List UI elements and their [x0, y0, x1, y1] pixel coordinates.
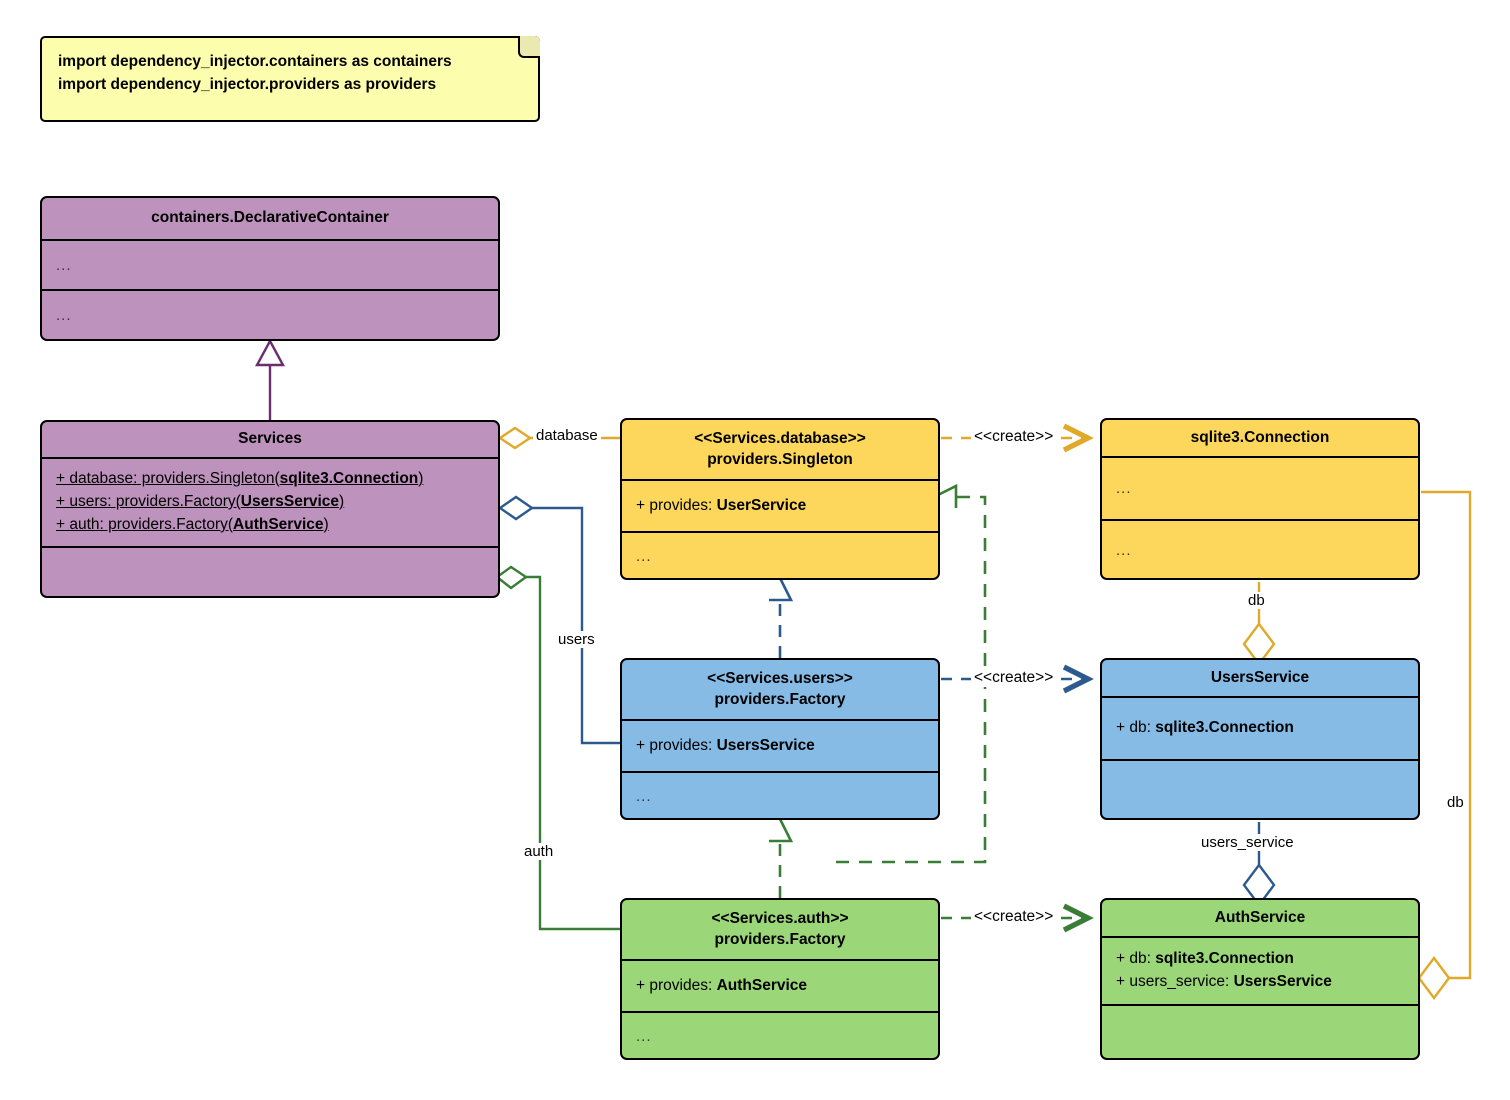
- class-title-services-database: providers.Singleton: [707, 450, 853, 468]
- attribute-users-service-prefix-authservice: + users_service:: [1116, 973, 1234, 990]
- attribute-users-suffix: ): [339, 493, 345, 511]
- edge-label-create-database: <<create>>: [971, 428, 1057, 446]
- attributes-services: + database: providers.Singleton(sqlite3.…: [42, 459, 435, 546]
- attribute-provides-prefix-users: + provides:: [636, 736, 717, 754]
- edge-aggregation-connection-authservice-db: [1417, 490, 1472, 1000]
- class-title-authservice: AuthService: [1214, 908, 1306, 926]
- attribute-auth-prefix: + auth: providers.Factory(: [56, 515, 234, 533]
- class-title-usersservice: UsersService: [1210, 668, 1310, 686]
- methods-services-users: ...: [636, 787, 652, 805]
- class-usersservice[interactable]: UsersService + db: sqlite3.Connection: [1100, 658, 1420, 820]
- attribute-database-prefix: + database: providers.Singleton(: [56, 470, 280, 488]
- class-title-services: Services: [238, 430, 302, 448]
- methods-services-auth: ...: [636, 1027, 652, 1045]
- stereotype-services-auth: <<Services.auth>>: [711, 909, 849, 927]
- attribute-db-authservice: + db: sqlite3.Connection: [1116, 948, 1332, 971]
- attribute-provides-type-auth: AuthService: [716, 976, 808, 994]
- attribute-auth: + auth: providers.Factory(AuthService): [56, 514, 423, 537]
- methods-declarativecontainer: ...: [56, 307, 72, 324]
- attribute-users-type: UsersService: [240, 493, 340, 511]
- edge-dependency-users-to-database: [769, 577, 794, 658]
- class-title-sqlite3-connection: sqlite3.Connection: [1190, 428, 1330, 446]
- edge-label-db-authservice: db: [1444, 794, 1467, 811]
- attributes-usersservice: + db: sqlite3.Connection: [1102, 708, 1306, 749]
- attributes-services-users: + provides: UsersService: [622, 726, 827, 767]
- attribute-provides-type-database: UserService: [716, 496, 807, 514]
- class-containers-declarativecontainer[interactable]: containers.DeclarativeContainer ... ...: [40, 196, 500, 341]
- class-title-declarativecontainer: containers.DeclarativeContainer: [151, 209, 389, 227]
- attribute-db-type-authservice: sqlite3.Connection: [1155, 950, 1294, 968]
- attribute-database-type: sqlite3.Connection: [279, 470, 419, 488]
- methods-services-database: ...: [636, 547, 652, 565]
- attribute-db-prefix-authservice: + db:: [1116, 950, 1156, 968]
- stereotype-services-users: <<Services.users>>: [707, 669, 853, 687]
- attribute-database-suffix: ): [418, 470, 424, 488]
- class-title-services-users: providers.Factory: [714, 690, 846, 708]
- note-fold-icon: [518, 36, 540, 58]
- methods-sqlite3-connection: ...: [1116, 541, 1132, 559]
- import-note: import dependency_injector.containers as…: [40, 36, 540, 122]
- edge-label-auth: auth: [521, 843, 557, 860]
- attribute-users-prefix: + users: providers.Factory(: [56, 493, 241, 511]
- attribute-db-prefix-usersservice: + db:: [1116, 719, 1156, 737]
- note-line-2: import dependency_injector.providers as …: [58, 76, 437, 94]
- class-sqlite3-connection[interactable]: sqlite3.Connection ... ...: [1100, 418, 1420, 580]
- attributes-services-auth: + provides: AuthService: [622, 966, 819, 1007]
- note-line-1: import dependency_injector.containers as…: [58, 53, 452, 70]
- attribute-provides-prefix-database: + provides:: [636, 496, 717, 514]
- attributes-services-database: + provides: UserService: [622, 486, 818, 527]
- edge-label-users: users: [555, 631, 598, 648]
- attributes-sqlite3-connection: ...: [1116, 480, 1132, 497]
- edge-label-create-users: <<create>>: [971, 669, 1057, 687]
- attribute-auth-type: AuthService: [233, 515, 324, 533]
- attribute-db-type-usersservice: sqlite3.Connection: [1155, 719, 1294, 737]
- class-title-services-auth: providers.Factory: [714, 930, 846, 948]
- edge-label-users-service: users_service: [1198, 834, 1297, 851]
- attribute-auth-suffix: ): [323, 515, 329, 533]
- attribute-provides-prefix-auth: + provides:: [636, 976, 717, 994]
- edge-label-db-usersservice: db: [1245, 592, 1268, 609]
- attributes-declarativecontainer: ...: [56, 256, 72, 274]
- stereotype-services-database: <<Services.database>>: [694, 429, 866, 447]
- class-services[interactable]: Services + database: providers.Singleton…: [40, 420, 500, 598]
- class-authservice[interactable]: AuthService + db: sqlite3.Connection + u…: [1100, 898, 1420, 1060]
- class-services-users-provider[interactable]: <<Services.users>> providers.Factory + p…: [620, 658, 940, 820]
- edge-aggregation-services-auth: [494, 565, 620, 931]
- attribute-database: + database: providers.Singleton(sqlite3.…: [56, 468, 423, 491]
- edge-generalization-services-to-declarativecontainer: [254, 338, 286, 421]
- edge-label-create-auth: <<create>>: [971, 908, 1057, 926]
- attribute-users: + users: providers.Factory(UsersService): [56, 491, 423, 514]
- edge-aggregation-services-users: [497, 495, 620, 745]
- class-services-database-provider[interactable]: <<Services.database>> providers.Singleto…: [620, 418, 940, 580]
- edge-label-database: database: [533, 427, 601, 444]
- attribute-users-service-type-authservice: UsersService: [1233, 973, 1332, 990]
- class-services-auth-provider[interactable]: <<Services.auth>> providers.Factory + pr…: [620, 898, 940, 1060]
- attribute-provides-type-users: UsersService: [716, 736, 815, 754]
- attribute-users-service-authservice: + users_service: UsersService: [1116, 971, 1332, 994]
- attributes-authservice: + db: sqlite3.Connection + users_service…: [1102, 939, 1344, 1003]
- edge-dependency-auth-to-users: [769, 818, 794, 898]
